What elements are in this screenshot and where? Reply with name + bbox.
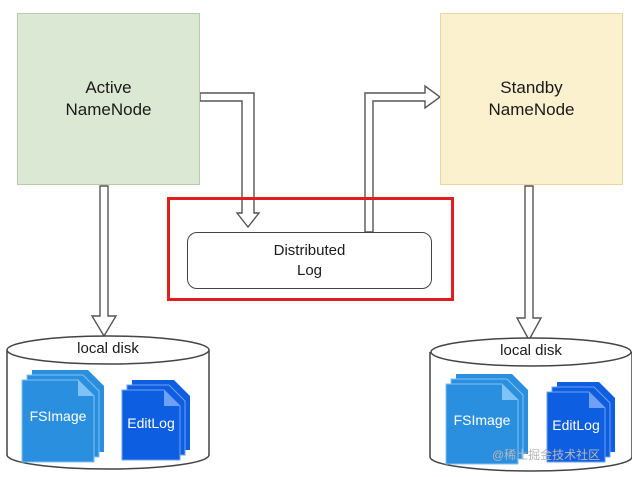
left-fsimage-label: FSImage — [29, 408, 87, 424]
arrow-standby-to-disk — [515, 185, 543, 342]
active-namenode-box: Active NameNode — [17, 13, 200, 185]
distributed-log-line2: Log — [296, 261, 323, 279]
right-editlog-stack — [546, 382, 615, 463]
distributed-log-line1: Distributed — [273, 241, 346, 259]
right-disk-label: local disk — [500, 342, 562, 359]
left-editlog-label: EditLog — [127, 415, 175, 431]
standby-namenode-line1: Standby — [500, 78, 563, 97]
standby-namenode-box: Standby NameNode — [440, 13, 623, 185]
left-editlog-stack — [121, 380, 190, 461]
watermark: @稀土掘金技术社区 — [492, 448, 601, 462]
right-fsimage-label: FSImage — [453, 412, 511, 428]
left-fsimage-stack — [21, 370, 104, 463]
right-editlog-label: EditLog — [552, 417, 600, 433]
distributed-log-box: Distributed Log — [187, 232, 432, 289]
arrow-active-to-log — [199, 92, 261, 229]
active-namenode-line2: NameNode — [65, 100, 152, 119]
standby-namenode-line2: NameNode — [488, 100, 575, 119]
active-namenode-line1: Active — [85, 78, 132, 97]
highlight-box — [167, 197, 454, 301]
right-fsimage-stack — [445, 374, 528, 465]
arrow-log-to-standby — [364, 84, 442, 233]
left-disk-label: local disk — [77, 340, 139, 357]
arrow-active-to-disk — [90, 185, 118, 338]
